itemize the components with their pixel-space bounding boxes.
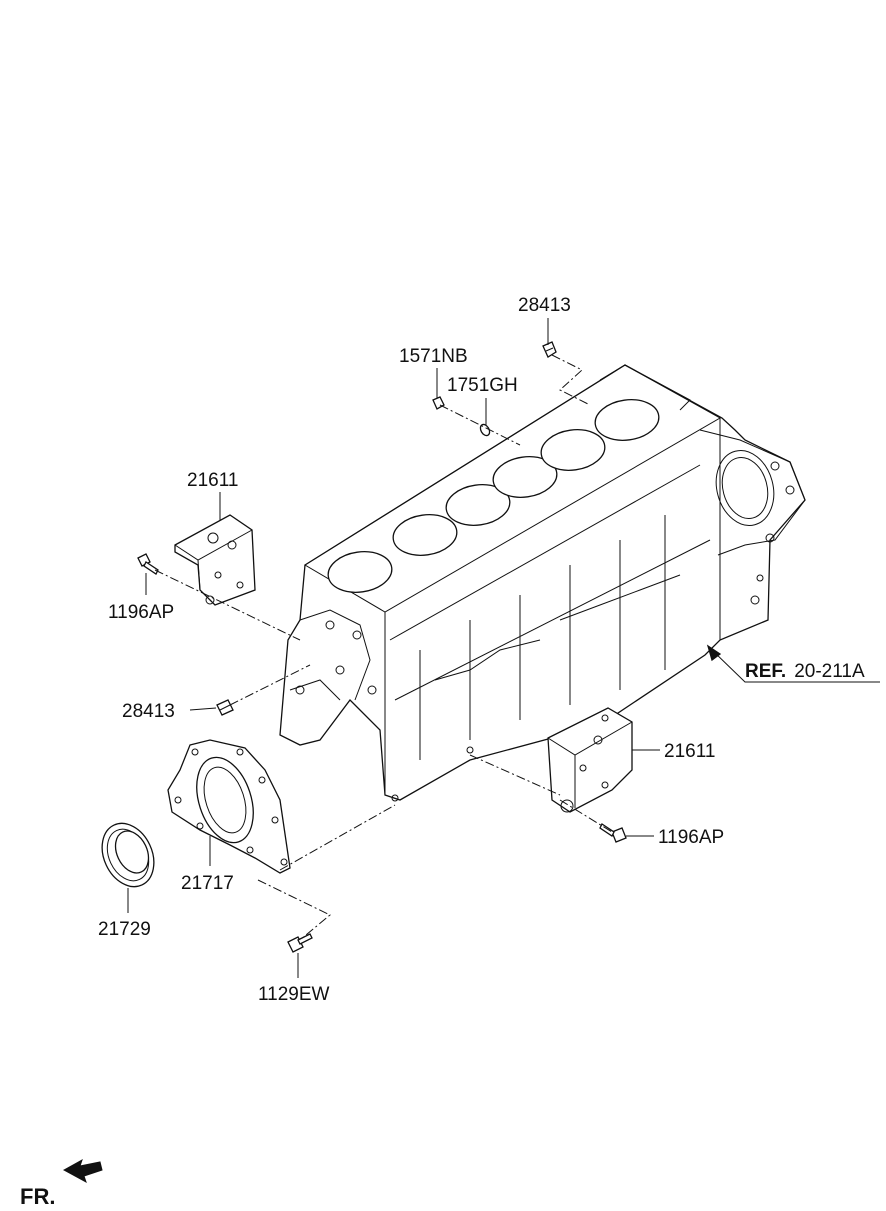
callout-28413-top: 28413 [518, 295, 571, 316]
callout-21717: 21717 [181, 873, 234, 894]
bolt-1129ew [287, 933, 313, 953]
callout-1571nb: 1571NB [399, 346, 468, 367]
bolt-1571nb [432, 396, 445, 410]
callout-21611-upper: 21611 [187, 470, 238, 491]
reference-code: 20-211A [794, 661, 865, 682]
pin-1751gh [479, 423, 491, 437]
callout-1196ap-upper: 1196AP [108, 602, 174, 623]
callout-1196ap-lower: 1196AP [658, 827, 724, 848]
callout-1129ew: 1129EW [258, 984, 330, 1005]
mount-bracket-lower [547, 707, 633, 813]
front-direction-indicator: FR. [20, 1158, 103, 1209]
mount-bracket-upper [174, 514, 256, 606]
installation-lines [154, 354, 613, 941]
callout-21611-lower: 21611 [664, 741, 715, 762]
bolt-1196ap-upper [137, 553, 159, 575]
plug-28413-side [216, 699, 234, 716]
oil-seal-case-21717 [167, 739, 291, 874]
callout-1751gh: 1751GH [447, 375, 518, 396]
cylinder-block [279, 364, 806, 802]
callout-28413-side: 28413 [122, 701, 175, 722]
front-label: FR. [20, 1184, 55, 1209]
reference-prefix: REF. [745, 661, 786, 682]
oil-seal-21729 [101, 822, 155, 888]
leader-lines [127, 318, 880, 978]
plug-28413-top [542, 341, 557, 358]
reference-label: REF. 20-211A [745, 661, 865, 682]
callout-21729: 21729 [98, 919, 151, 940]
front-arrow-icon [62, 1158, 103, 1184]
bolt-1196ap-lower [599, 823, 627, 843]
